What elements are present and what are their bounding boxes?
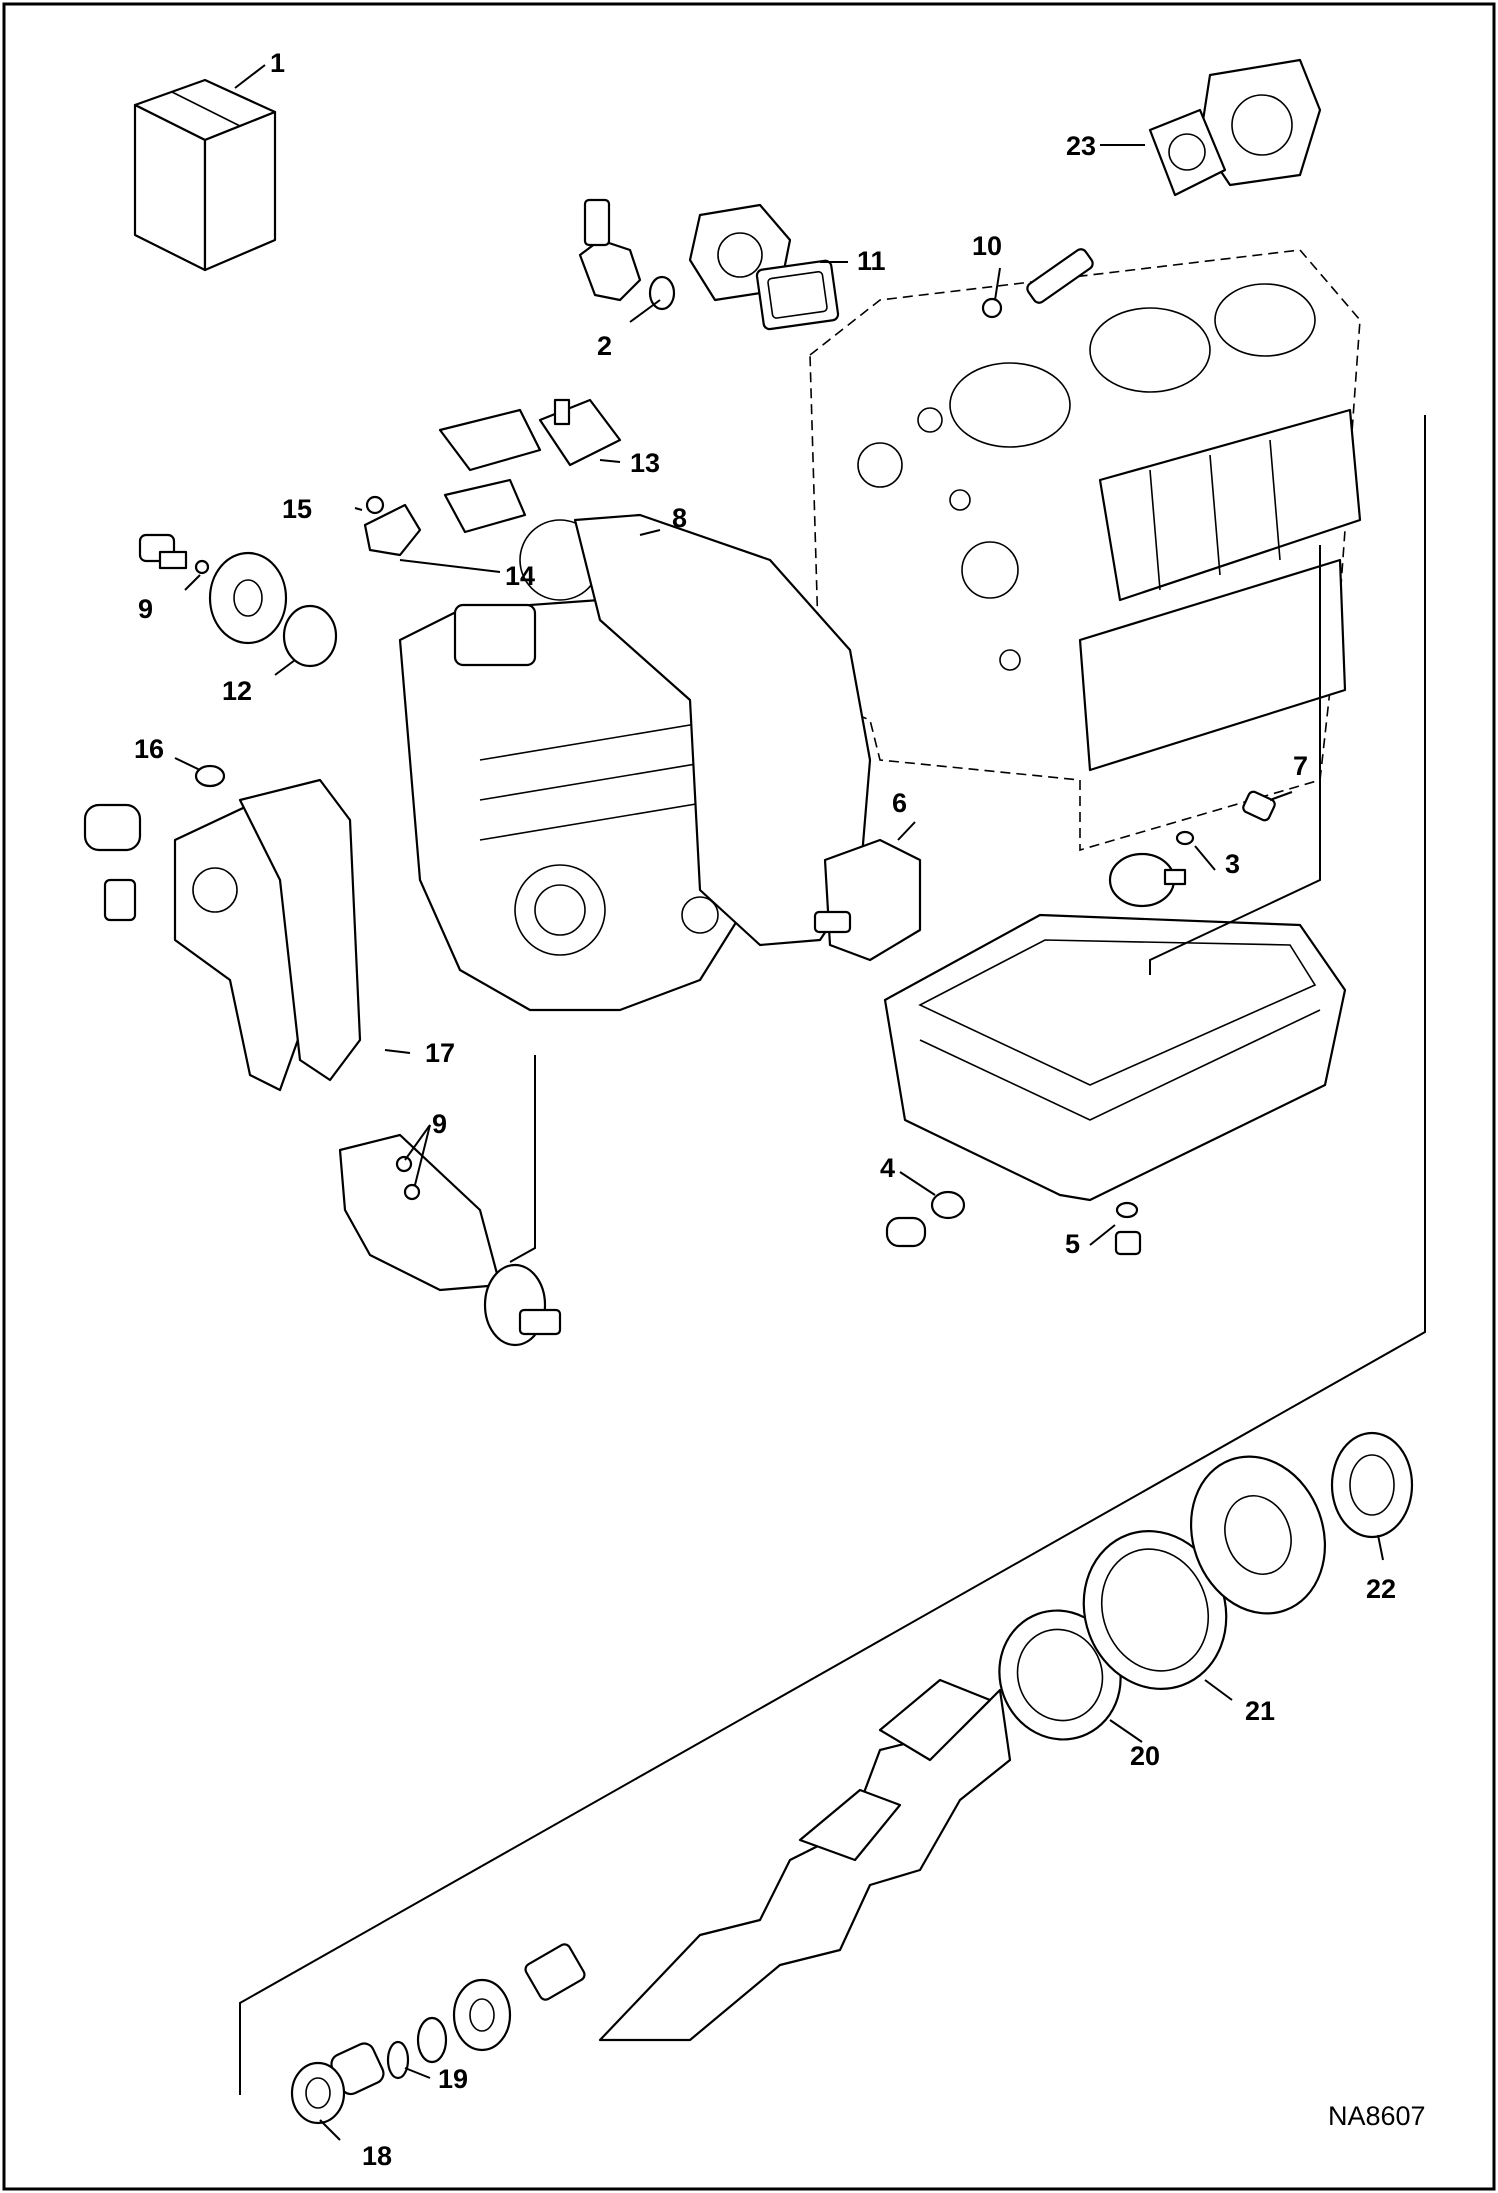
bracket-part [338,1133,562,1347]
crank-bushing-part [524,1943,586,2001]
drain-bolt-part [1114,1201,1142,1256]
callout-2: 2 [597,331,612,361]
crank-washer-part [416,2016,448,2064]
crank-o-ring-part [386,2040,410,2080]
callout-19: 19 [438,2064,468,2094]
callout-5: 5 [1065,1229,1080,1259]
callout-21: 21 [1245,1696,1275,1726]
kit-box-part [133,78,277,272]
callout-3: 3 [1225,849,1240,879]
pan-bolt-part [1242,790,1276,822]
rear-oil-seal-part [1330,1431,1414,1539]
callout-4: 4 [880,1153,895,1183]
drawing-reference-code: NA8607 [1328,2101,1426,2131]
engine-block-part [809,249,1362,852]
crank-gear-part [452,1978,512,2052]
outlet-gasket-part [1148,108,1227,197]
callout-17: 17 [425,1038,455,1068]
cover-plate-part [438,398,622,534]
callout-labels: 1 2 3 4 5 6 7 8 9 9 10 11 12 13 14 15 16… [134,48,1396,2171]
drain-plug-part [885,1190,966,1248]
sensor-plug-part [981,248,1094,319]
callout-14: 14 [505,561,535,591]
callout-22: 22 [1366,1574,1396,1604]
small-o-ring-part [194,764,226,788]
oil-pump-part [813,838,922,962]
rear-oil-seal-case-part [1189,1455,1327,1615]
callout-12: 12 [222,676,252,706]
oil-filler-part [363,495,422,557]
flange-gasket-part [755,259,840,331]
thermostat-housing-part [578,198,676,311]
callout-15: 15 [282,494,312,524]
callout-18: 18 [362,2141,392,2171]
crankshaft-group-frame [239,415,1426,2095]
callout-9-upper: 9 [138,594,153,624]
strainer-o-ring-part [1175,830,1195,846]
callout-9-lower: 9 [432,1109,447,1139]
oil-strainer-part [1108,852,1187,908]
outlet-elbow-part [1198,58,1322,187]
crankshaft-part [598,1678,1012,2042]
water-pump-gasket-part [238,778,362,1082]
rear-gasket-small-part [998,1609,1122,1741]
callout-10: 10 [972,231,1002,261]
gear-case-cover-part [398,519,752,1012]
front-oil-seal-part [290,2061,346,2125]
callout-16: 16 [134,734,164,764]
callout-6: 6 [892,788,907,818]
callout-1: 1 [270,48,285,78]
callout-8: 8 [672,503,687,533]
callout-13: 13 [630,448,660,478]
callout-11: 11 [857,246,886,276]
callout-20: 20 [1130,1741,1160,1771]
pulley-part [208,551,288,645]
plug-bolt-part [138,533,210,575]
oil-pan-part [883,913,1347,1202]
callout-23: 23 [1066,131,1096,161]
water-pump-part [83,798,307,1092]
callout-7: 7 [1293,751,1308,781]
o-ring-part [282,604,338,668]
leader-lines [174,64,1384,2141]
